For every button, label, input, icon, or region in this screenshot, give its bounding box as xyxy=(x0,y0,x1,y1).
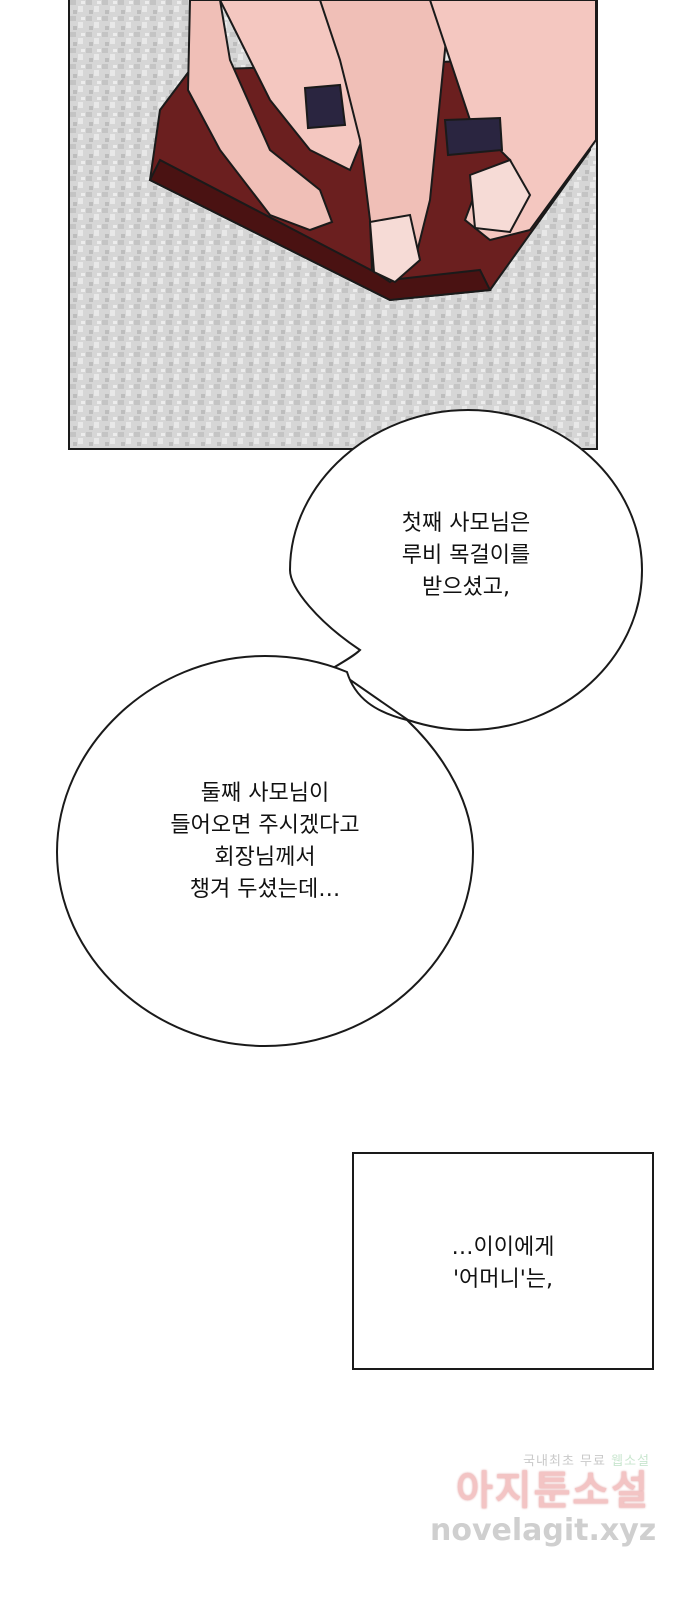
dialogue-line: 챙겨 두셨는데… xyxy=(189,877,341,902)
dialogue-line: 루비 목걸이를 xyxy=(401,543,531,568)
watermark-tagline-right: 웹소설 xyxy=(611,1454,650,1469)
dialogue-line: 둘째 사모님이 xyxy=(200,781,330,806)
watermark-tagline-left: 국내최초 무료 xyxy=(523,1454,606,1469)
watermark-url: novelagit.xyz xyxy=(430,1513,657,1548)
dialogue-line: 첫째 사모님은 xyxy=(401,511,531,536)
dialogue-line: 회장님께서 xyxy=(214,845,316,870)
speech-bubble-text: 둘째 사모님이 들어오면 주시겠다고 회장님께서 챙겨 두셨는데… xyxy=(55,778,475,906)
speech-bubble-first: 첫째 사모님은 루비 목걸이를 받으셨고, xyxy=(288,408,644,732)
watermark-brand: 아지툰소설 xyxy=(456,1468,650,1514)
speech-bubble-shape xyxy=(288,408,644,732)
speech-bubble-text: 첫째 사모님은 루비 목걸이를 받으셨고, xyxy=(288,508,644,604)
narration-line: …이이에게 xyxy=(451,1235,555,1260)
narration-line: '어머니'는, xyxy=(452,1267,554,1292)
watermark-tagline: 국내최초 무료 웹소설 xyxy=(430,1450,650,1469)
narration-box: …이이에게 '어머니'는, xyxy=(352,1152,654,1370)
comic-panel xyxy=(68,0,598,450)
hands-holding-box-illustration xyxy=(70,0,596,448)
watermark: 국내최초 무료 웹소설 아지툰소설 novelagit.xyz xyxy=(430,1450,657,1549)
narration-text: …이이에게 '어머니'는, xyxy=(354,1232,652,1296)
speech-bubble-shape xyxy=(55,654,475,1048)
speech-bubble-second: 둘째 사모님이 들어오면 주시겠다고 회장님께서 챙겨 두셨는데… xyxy=(55,650,475,1048)
dialogue-line: 들어오면 주시겠다고 xyxy=(170,813,360,838)
dialogue-line: 받으셨고, xyxy=(422,575,510,600)
